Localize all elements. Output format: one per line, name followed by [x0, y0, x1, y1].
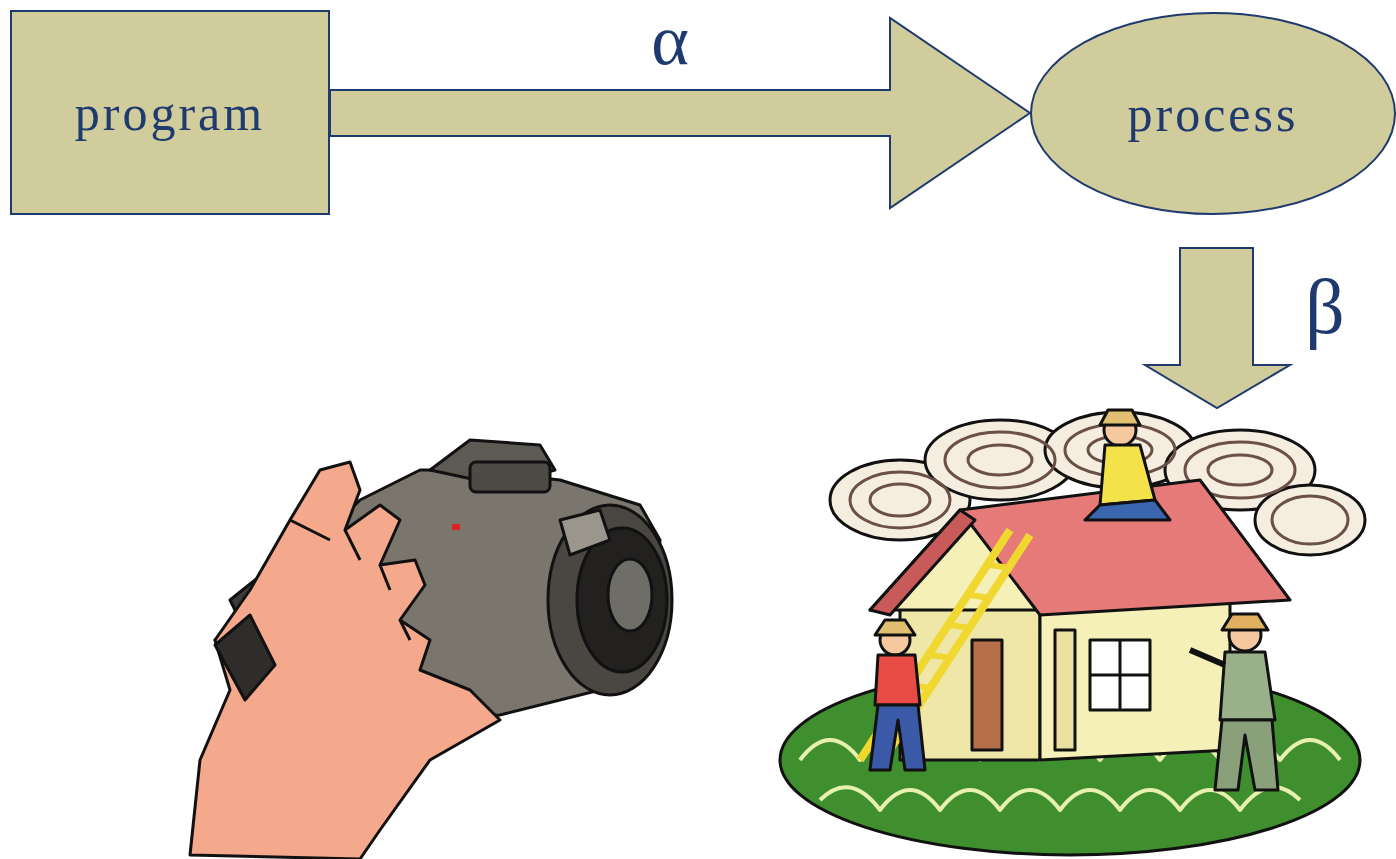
beta-label: β: [1305, 262, 1345, 352]
down-block-arrow: [1145, 248, 1290, 408]
camcorder-illustration: [190, 440, 672, 859]
alpha-label: α: [651, 0, 689, 82]
program-box: program: [10, 10, 330, 215]
node-label: process: [1128, 85, 1299, 143]
process-ellipse: process: [1030, 12, 1396, 215]
house-illustration: [780, 410, 1365, 855]
node-label: program: [75, 84, 265, 142]
